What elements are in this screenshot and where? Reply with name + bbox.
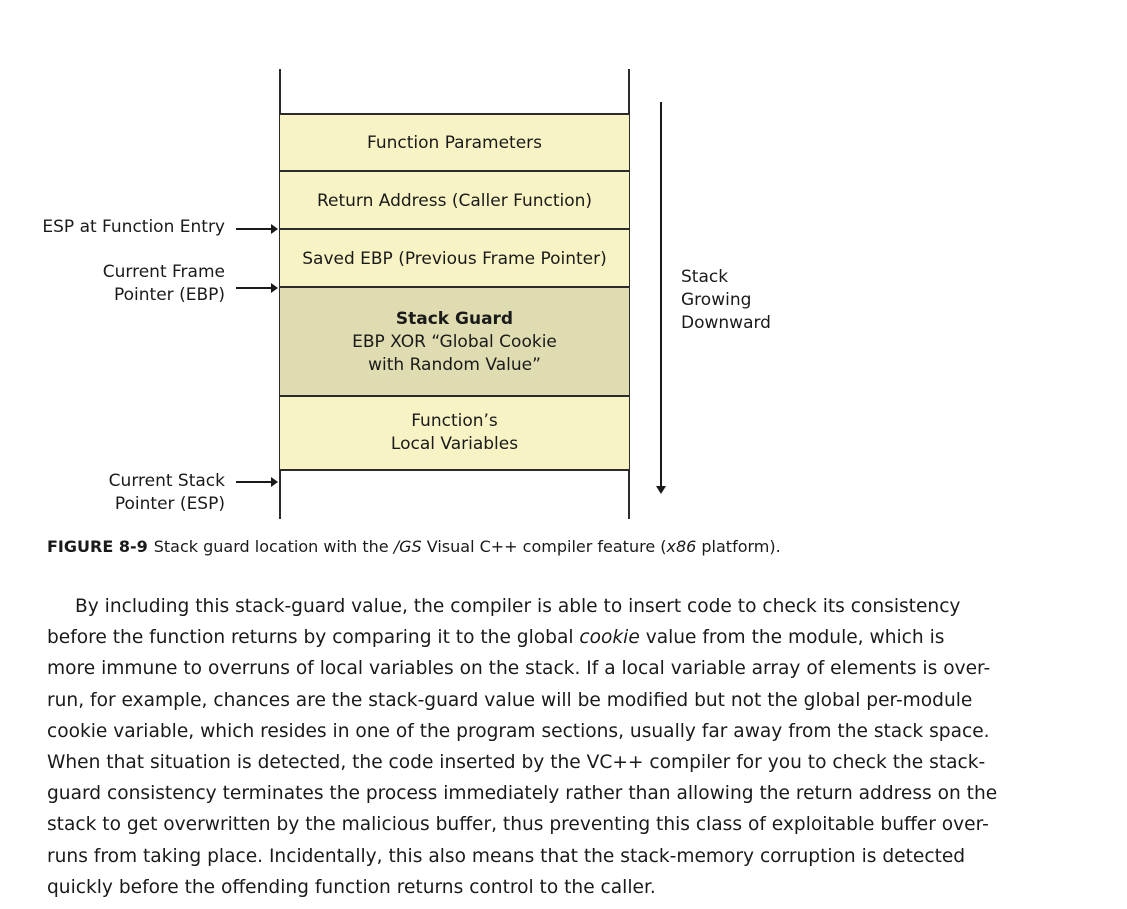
arrow-current-stack-pointer (236, 477, 278, 487)
stack-frame-diagram: Function Parameters Return Address (Call… (42, 69, 771, 519)
paragraph-line-2-start: before the function returns by comparing… (47, 627, 580, 649)
block-saved-ebp: Saved EBP (Previous Frame Pointer) (280, 228, 629, 288)
block-stack-guard: Stack Guard EBP XOR “Global Cookie with … (280, 286, 629, 397)
label-current-frame-pointer-line-1: Current Frame (102, 262, 225, 282)
block-local-variables-line-1: Function’s (411, 411, 498, 431)
caption-text-before: Stack guard location with the (153, 537, 394, 556)
stack-right-border (628, 69, 630, 519)
paragraph-line-1: By including this stack-guard value, the… (75, 596, 961, 617)
label-esp-at-entry-line: ESP at Function Entry (42, 217, 225, 237)
figure-label: FIGURE 8-9 (47, 537, 148, 556)
paragraph-line-2-italic: cookie (579, 627, 640, 649)
paragraph-line-10: quickly before the offending function re… (47, 876, 656, 898)
label-stack-growing-line-3: Downward (681, 313, 771, 333)
arrow-current-frame-pointer (236, 283, 278, 293)
label-current-frame-pointer: Current Frame Pointer (EBP) (103, 261, 225, 307)
arrow-esp-at-entry (236, 224, 278, 234)
label-current-stack-pointer: Current Stack Pointer (ESP) (109, 470, 225, 516)
block-stack-guard-line-2: with Random Value” (368, 355, 541, 375)
paragraph-line-8: stack to get overwritten by the maliciou… (47, 814, 989, 836)
block-stack-guard-line-1: EBP XOR “Global Cookie (352, 332, 557, 352)
block-return-address-line: Return Address (Caller Function) (316, 190, 593, 211)
arrow-stack-growing-shaft (660, 102, 662, 488)
caption-x86: x86 (666, 537, 697, 556)
label-current-stack-pointer-line-1: Current Stack (108, 471, 225, 491)
block-local-variables: Function’s Local Variables (280, 395, 629, 471)
paragraph-line-4: run, for example, chances are the stack-… (47, 689, 973, 711)
block-function-parameters-line: Function Parameters (366, 133, 542, 153)
paragraph-line-6: When that situation is detected, the cod… (47, 752, 986, 774)
paragraph-line-7: guard consistency terminates the process… (47, 783, 998, 805)
label-stack-growing-line-1: Stack (681, 267, 729, 287)
caption-text-after: platform). (696, 537, 781, 556)
body-paragraph: By including this stack-guard value, the… (47, 591, 1037, 903)
paragraph-line-2-rest: value from the module, which is (639, 627, 945, 649)
paragraph-line-9: runs from taking place. Incidentally, th… (47, 845, 966, 867)
label-stack-growing-downward: Stack Growing Downward (681, 266, 771, 335)
block-return-address: Return Address (Caller Function) (280, 170, 629, 230)
paragraph-line-3: more immune to overruns of local variabl… (47, 658, 991, 680)
paragraph-line-2: before the function returns by comparing… (47, 622, 1037, 653)
caption-gs: /GS (393, 537, 422, 556)
label-stack-growing-line-2: Growing (681, 290, 752, 310)
block-function-parameters: Function Parameters (280, 113, 629, 172)
label-esp-at-entry: ESP at Function Entry (42, 216, 225, 239)
arrow-stack-growing-head (656, 486, 666, 494)
label-current-stack-pointer-line-2: Pointer (ESP) (114, 494, 225, 514)
caption-text-middle: Visual C++ compiler feature ( (421, 537, 667, 556)
block-saved-ebp-line: Saved EBP (Previous Frame Pointer) (302, 248, 607, 269)
block-stack-guard-title: Stack Guard (395, 309, 514, 329)
paragraph-line-5: cookie variable, which resides in one of… (47, 720, 990, 742)
block-local-variables-line-2: Local Variables (390, 434, 519, 454)
label-current-frame-pointer-line-2: Pointer (EBP) (114, 285, 225, 305)
